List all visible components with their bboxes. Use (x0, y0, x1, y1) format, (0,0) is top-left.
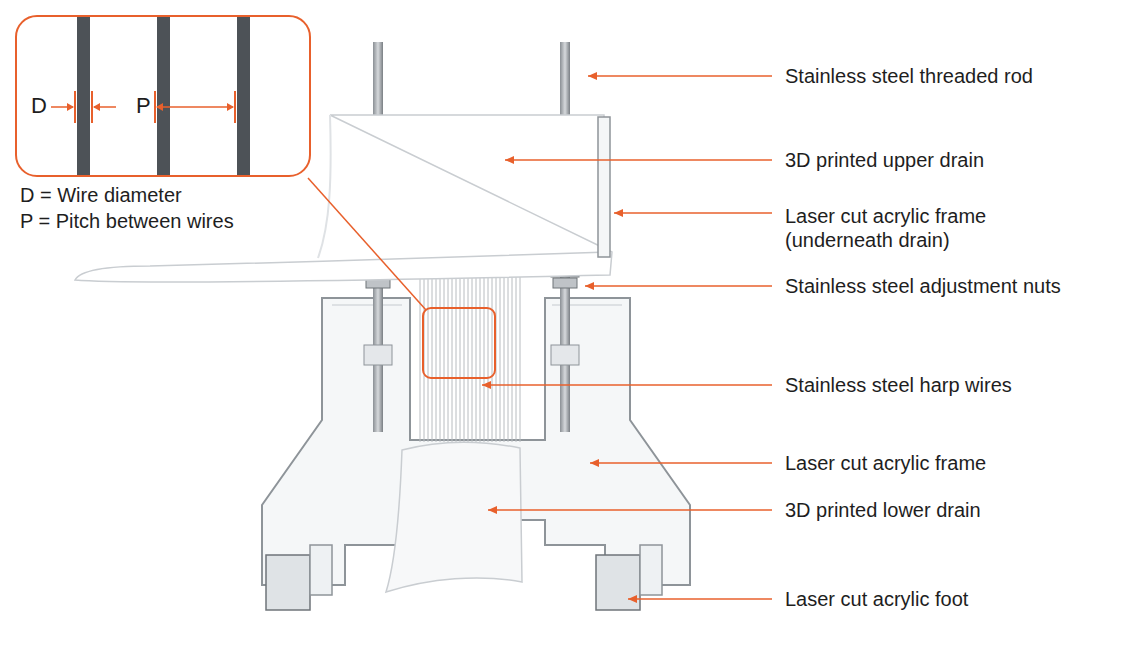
part-label: Laser cut acrylic frame (785, 451, 986, 475)
legend-note: P = Pitch between wires (20, 209, 234, 233)
legend-note: D = Wire diameter (20, 183, 182, 207)
dimension-letter: D (31, 93, 47, 119)
part-label: Stainless steel threaded rod (785, 64, 1033, 88)
part-label: 3D printed lower drain (785, 498, 981, 522)
part-label: Laser cut acrylic frame (underneath drai… (785, 204, 1065, 252)
part-label: Laser cut acrylic foot (785, 587, 968, 611)
part-label: 3D printed upper drain (785, 148, 984, 172)
part-label: Stainless steel harp wires (785, 373, 1012, 397)
part-label: Stainless steel adjustment nuts (785, 274, 1061, 298)
wire-detail (17, 17, 311, 177)
detail-inset: DP (15, 15, 311, 177)
dimension-letter: P (136, 93, 151, 119)
